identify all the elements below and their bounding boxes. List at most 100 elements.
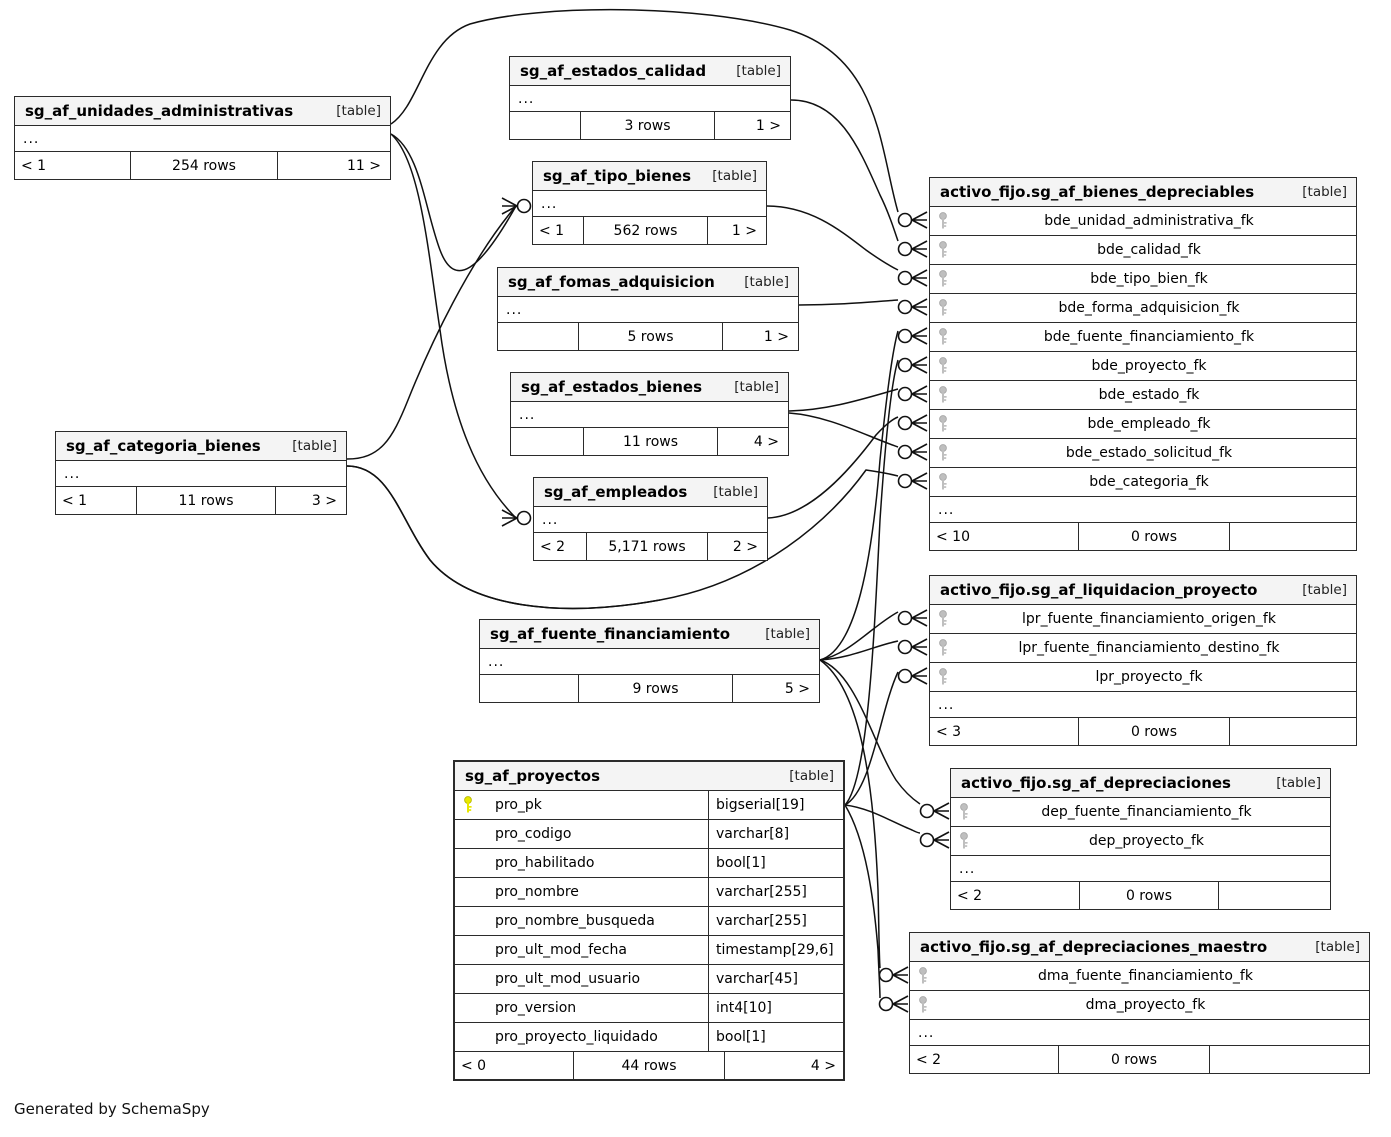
footer-row-count: 11 rows <box>136 487 276 514</box>
table-column-row[interactable]: bde_fuente_financiamiento_fk <box>930 323 1356 352</box>
table-box[interactable]: activo_fijo.sg_af_liquidacion_proyecto[t… <box>929 575 1357 746</box>
footer-row-count: 44 rows <box>573 1052 725 1079</box>
table-column-row[interactable]: dep_fuente_financiamiento_fk <box>951 798 1330 827</box>
table-title: activo_fijo.sg_af_depreciaciones <box>961 774 1231 792</box>
table-title: sg_af_proyectos <box>465 767 600 785</box>
table-header: activo_fijo.sg_af_bienes_depreciables[ta… <box>930 178 1356 207</box>
table-column-row[interactable]: dma_proyecto_fk <box>910 991 1369 1020</box>
footer-row-count: 0 rows <box>1079 882 1219 909</box>
table-column-row[interactable]: lpr_proyecto_fk <box>930 663 1356 692</box>
column-name: dma_proyecto_fk <box>1085 997 1206 1013</box>
table-column-row[interactable]: bde_estado_fk <box>930 381 1356 410</box>
footer-children-count: 4 > <box>810 1057 836 1074</box>
footer-row-count: 0 rows <box>1078 718 1230 745</box>
table-column-row[interactable]: bde_categoria_fk <box>930 468 1356 497</box>
table-type-tag: [table] <box>1302 184 1347 200</box>
column-name: pro_habilitado <box>495 855 595 871</box>
column-type: varchar[45] <box>708 965 843 993</box>
table-more-columns-ellipsis: ... <box>56 461 346 487</box>
key-icon-foreign <box>930 668 956 686</box>
table-column-row[interactable]: lpr_fuente_financiamiento_origen_fk <box>930 605 1356 634</box>
footer-children-count: 11 > <box>347 157 381 174</box>
table-title: sg_af_unidades_administrativas <box>25 102 294 120</box>
key-icon-foreign <box>930 639 956 657</box>
table-more-columns-ellipsis: ... <box>930 692 1356 718</box>
table-box[interactable]: activo_fijo.sg_af_depreciaciones_maestro… <box>909 932 1370 1074</box>
footer-children-count: 2 > <box>732 538 758 555</box>
table-header: sg_af_empleados[table] <box>534 478 767 507</box>
key-icon-foreign <box>930 444 956 462</box>
table-type-tag: [table] <box>744 274 789 290</box>
footer-children-count <box>1219 882 1328 909</box>
table-header: sg_af_unidades_administrativas[table] <box>15 97 390 126</box>
footer-children-count: 1 > <box>755 117 781 134</box>
table-box[interactable]: activo_fijo.sg_af_bienes_depreciables[ta… <box>929 177 1357 551</box>
table-title: sg_af_tipo_bienes <box>543 167 692 185</box>
table-title: sg_af_categoria_bienes <box>66 437 261 455</box>
table-column-row[interactable]: dma_fuente_financiamiento_fk <box>910 962 1369 991</box>
key-icon-foreign <box>910 996 936 1014</box>
table-header: sg_af_categoria_bienes [table] <box>56 432 346 461</box>
table-type-tag: [table] <box>292 438 337 454</box>
column-name: bde_estado_fk <box>1098 387 1200 403</box>
footer-row-count: 562 rows <box>583 217 708 244</box>
column-name: bde_calidad_fk <box>1097 242 1201 258</box>
footer-children-count: 5 > <box>784 680 810 697</box>
table-box[interactable]: sg_af_unidades_administrativas[table]...… <box>14 96 391 180</box>
table-column-row[interactable]: bde_proyecto_fk <box>930 352 1356 381</box>
footer-parents-count <box>498 323 578 350</box>
table-box[interactable]: activo_fijo.sg_af_depreciaciones[table]d… <box>950 768 1331 910</box>
table-column-row[interactable]: lpr_fuente_financiamiento_destino_fk <box>930 634 1356 663</box>
column-type: varchar[255] <box>708 878 843 906</box>
key-icon-foreign <box>930 610 956 628</box>
footer-parents-count <box>480 675 578 702</box>
column-name: lpr_fuente_financiamiento_origen_fk <box>1022 611 1276 627</box>
footer-row-count: 254 rows <box>130 152 278 179</box>
table-column-row[interactable]: dep_proyecto_fk <box>951 827 1330 856</box>
table-column-row[interactable]: bde_tipo_bien_fk <box>930 265 1356 294</box>
table-column-row[interactable]: bde_unidad_administrativa_fk <box>930 207 1356 236</box>
table-header: sg_af_proyectos[table] <box>455 762 843 791</box>
table-column-row[interactable]: bde_calidad_fk <box>930 236 1356 265</box>
table-box[interactable]: sg_af_fuente_financiamiento[table]...9 r… <box>479 619 820 703</box>
column-name: bde_tipo_bien_fk <box>1090 271 1208 287</box>
table-more-columns-ellipsis: ... <box>511 402 788 428</box>
table-column-row[interactable]: bde_forma_adquisicion_fk <box>930 294 1356 323</box>
table-type-tag: [table] <box>712 168 757 184</box>
table-header: activo_fijo.sg_af_liquidacion_proyecto[t… <box>930 576 1356 605</box>
key-icon-foreign <box>910 967 936 985</box>
key-icon-foreign <box>930 415 956 433</box>
table-more-columns-ellipsis: ... <box>534 507 767 533</box>
table-column-row[interactable]: bde_empleado_fk <box>930 410 1356 439</box>
table-type-tag: [table] <box>736 63 781 79</box>
footer-children-count: 3 > <box>311 492 337 509</box>
table-title: sg_af_estados_bienes <box>521 378 703 396</box>
footer-children-count: 1 > <box>763 328 789 345</box>
footer-parents-count: < 2 <box>540 538 566 555</box>
footer-row-count: 3 rows <box>580 112 715 139</box>
key-icon-foreign <box>930 270 956 288</box>
table-column-row[interactable]: bde_estado_solicitud_fk <box>930 439 1356 468</box>
